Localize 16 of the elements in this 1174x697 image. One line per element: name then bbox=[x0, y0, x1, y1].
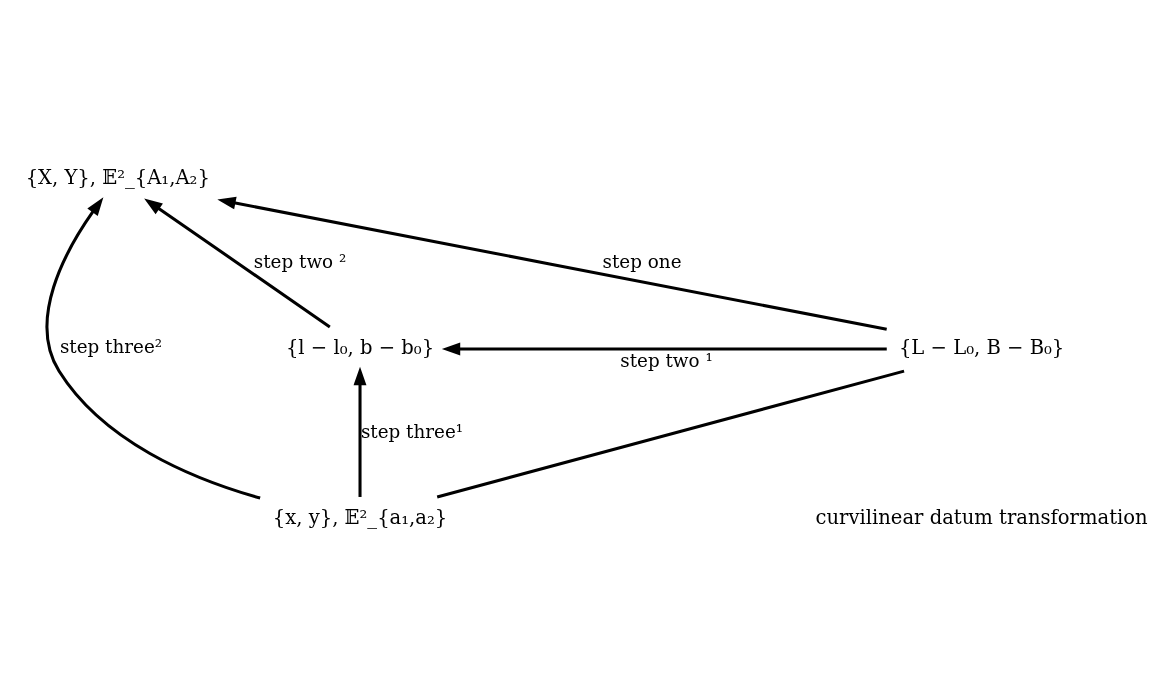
arrow bbox=[144, 197, 331, 328]
edge-label: step two ¹ bbox=[620, 349, 713, 371]
label: curvilinear datum transformation bbox=[815, 505, 1148, 529]
node-text: {L − L₀, B − B₀} bbox=[898, 335, 1065, 359]
arrow bbox=[45, 196, 261, 500]
arrow bbox=[441, 342, 887, 355]
arrow bbox=[217, 196, 887, 331]
node-text: {x, y}, 𝔼²_{a₁,a₂} bbox=[272, 505, 448, 529]
edge-label: step two ² bbox=[253, 250, 347, 272]
connector bbox=[436, 369, 905, 498]
node-text: {X, Y}, 𝔼²_{A₁,A₂} bbox=[25, 165, 210, 189]
edge-label: step three² bbox=[59, 335, 163, 357]
edge-label: step three¹ bbox=[360, 420, 464, 442]
edge-label: step one bbox=[602, 250, 682, 272]
node-text: {l − l₀, b − b₀} bbox=[285, 335, 435, 359]
arrow bbox=[353, 366, 367, 497]
